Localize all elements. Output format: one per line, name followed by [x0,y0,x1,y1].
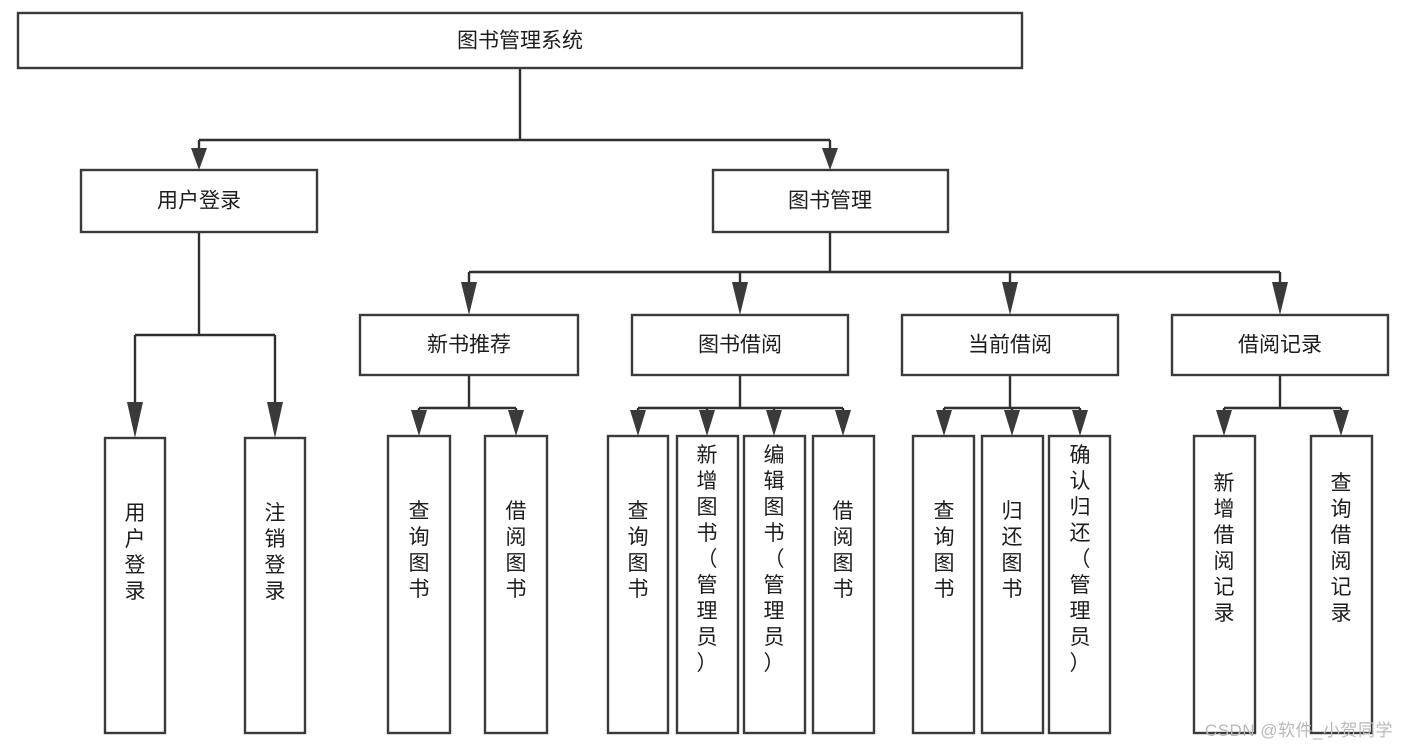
node-root-box[interactable] [16,11,1024,70]
node-borrow-record-box[interactable] [1170,313,1390,377]
leaf-node-borrow-book-2[interactable]: 借阅图书 [811,434,876,735]
arrowhead-book-borrow-leaf4 [835,410,851,436]
leaf-node-user-login-box[interactable] [103,436,167,735]
node-book-manage[interactable]: 图书管理 [711,168,950,234]
leaf-node-return-book-label: 归还图书 [1002,500,1023,601]
leaf-node-query-book-3-box[interactable] [911,434,976,735]
node-book-borrow-label: 图书借阅 [698,334,782,357]
leaf-node-query-book-2[interactable]: 查询图书 [606,434,670,735]
connector-group-book-manage [461,232,1288,315]
leaf-node-query-record-box[interactable] [1309,434,1374,735]
leaf-node-query-book-1[interactable]: 查询图书 [386,434,452,735]
leaf-node-return-book[interactable]: 归还图书 [980,434,1045,735]
leaf-node-add-book[interactable]: 新增图书（管理员） [675,434,740,735]
node-new-book-recommend-label: 新书推荐 [427,334,511,357]
leaf-node-query-book-1-label: 查询图书 [409,500,430,601]
leaf-node-user-login[interactable]: 用户登录 [103,436,167,735]
leaf-node-borrow-book-2-box[interactable] [811,434,876,735]
leaf-node-confirm-return-box[interactable] [1047,434,1112,735]
node-current-borrow-box[interactable] [900,313,1120,377]
leaf-node-edit-book-label: 编辑图书（管理员） [764,444,785,675]
arrowhead-current-borrow-leaf2 [1004,410,1020,436]
node-root[interactable]: 图书管理系统 [16,11,1024,70]
arrowhead-book-borrow-leaf2 [699,410,715,436]
arrowhead-to-new-book-rec [461,282,477,315]
leaf-node-query-record[interactable]: 查询借阅记录 [1309,434,1374,735]
leaf-node-logout-box[interactable] [243,436,307,735]
arrowhead-to-book-borrow [732,282,748,315]
connector-group-new-book-rec [411,375,524,436]
arrowhead-to-current-borrow [1002,282,1018,315]
leaf-node-edit-book-box[interactable] [742,434,807,735]
node-new-book-recommend[interactable]: 新书推荐 [358,313,580,377]
leaf-node-logout-label: 注销登录 [265,502,286,603]
node-borrow-record[interactable]: 借阅记录 [1170,313,1390,377]
arrowhead-new-book-rec-leaf2 [508,410,524,436]
arrowhead-root-to-book-manage [822,148,838,170]
arrowhead-borrow-record-leaf1 [1216,410,1232,436]
leaf-node-edit-book[interactable]: 编辑图书（管理员） [742,434,807,735]
csdn-watermark: CSDN @软件_小贺同学 [1204,721,1393,740]
node-current-borrow[interactable]: 当前借阅 [900,313,1120,377]
node-user-login-label: 用户登录 [157,190,241,213]
leaf-node-add-record[interactable]: 新增借阅记录 [1192,434,1257,735]
arrowhead-current-borrow-leaf3 [1072,410,1088,436]
connector-group-current-borrow [936,375,1088,436]
leaf-node-query-record-label: 查询借阅记录 [1331,472,1352,625]
arrowhead-root-to-user-login [191,148,207,170]
node-book-manage-label: 图书管理 [788,190,872,213]
node-root-label: 图书管理系统 [457,30,583,53]
leaf-node-confirm-return[interactable]: 确认归还（管理员） [1047,434,1112,735]
leaf-node-logout[interactable]: 注销登录 [243,436,307,735]
node-current-borrow-label: 当前借阅 [968,334,1052,357]
arrowhead-book-borrow-leaf1 [630,410,646,436]
leaf-node-query-book-3[interactable]: 查询图书 [911,434,976,735]
node-user-login-box[interactable] [79,168,319,234]
leaf-node-confirm-return-label: 确认归还（管理员） [1070,444,1091,675]
leaf-node-borrow-book-2-label: 借阅图书 [833,500,854,601]
leaf-node-return-book-box[interactable] [980,434,1045,735]
connector-group-borrow-record [1216,375,1349,436]
node-book-borrow[interactable]: 图书借阅 [630,313,850,377]
arrowhead-borrow-record-leaf2 [1333,410,1349,436]
arrowhead-book-borrow-leaf3 [766,410,782,436]
leaf-nodes-group: 用户登录 注销登录 查询图书 借阅图书 查询图书 新增图书（管理员） [103,434,1374,735]
leaf-node-add-book-label: 新增图书（管理员） [697,444,718,675]
connector-group-root [191,68,838,170]
connector-group-book-borrow [630,375,851,436]
leaf-node-query-book-2-box[interactable] [606,434,670,735]
leaf-node-borrow-book-1-label: 借阅图书 [506,500,527,601]
arrowhead-user-login-leaf2 [267,402,283,438]
leaf-node-borrow-book-1-box[interactable] [483,434,549,735]
node-new-book-recommend-box[interactable] [358,313,580,377]
node-book-manage-box[interactable] [711,168,950,234]
leaf-node-query-book-2-label: 查询图书 [628,500,649,601]
arrowhead-to-borrow-record [1272,282,1288,315]
leaf-node-borrow-book-1[interactable]: 借阅图书 [483,434,549,735]
node-book-borrow-box[interactable] [630,313,850,377]
node-user-login[interactable]: 用户登录 [79,168,319,234]
arrowhead-new-book-rec-leaf1 [411,410,427,436]
leaf-node-user-login-label: 用户登录 [125,502,146,603]
leaf-node-query-book-3-label: 查询图书 [934,500,955,601]
leaf-node-query-book-1-box[interactable] [386,434,452,735]
arrowhead-current-borrow-leaf1 [936,410,952,436]
leaf-node-add-book-box[interactable] [675,434,740,735]
leaf-node-add-record-box[interactable] [1192,434,1257,735]
arrowhead-user-login-leaf1 [127,402,143,438]
connector-group-user-login [127,232,283,438]
node-borrow-record-label: 借阅记录 [1238,334,1322,357]
leaf-node-add-record-label: 新增借阅记录 [1214,472,1235,625]
